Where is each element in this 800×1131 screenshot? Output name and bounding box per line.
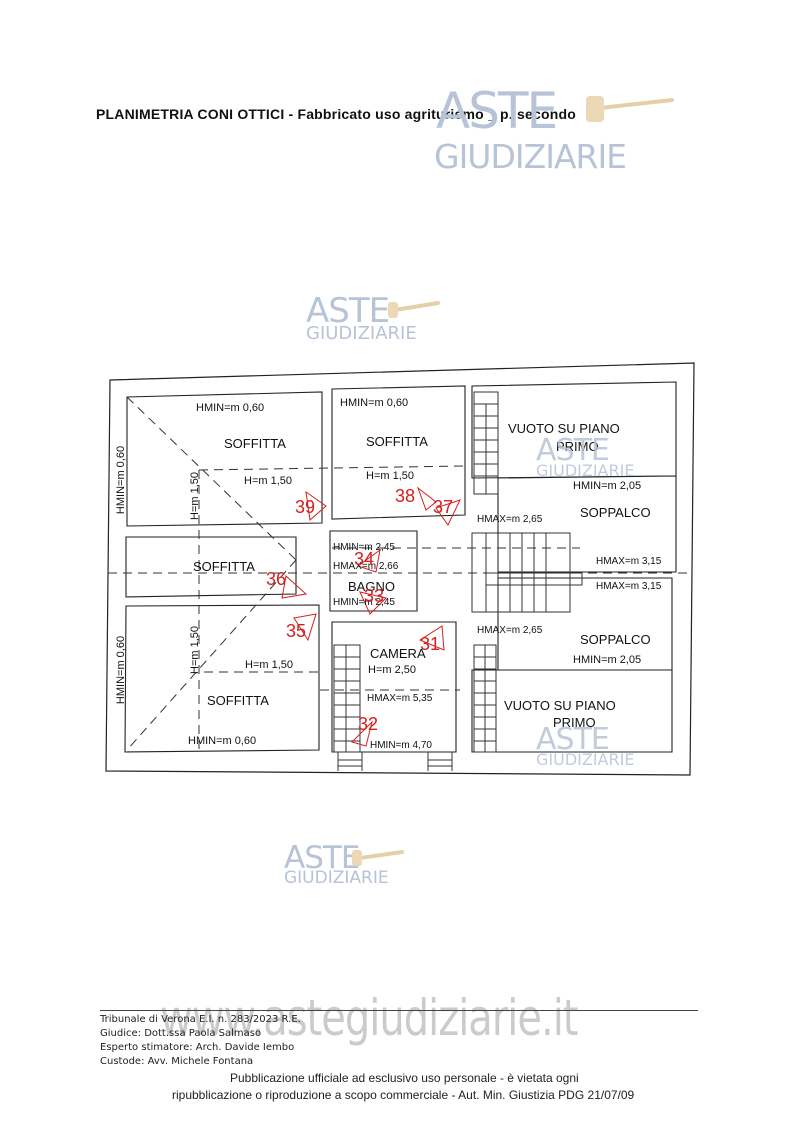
publication-notice-line2: ripubblicazione o riproduzione a scopo c… bbox=[172, 1088, 635, 1102]
dimension-label: HMAX=m 5,35 bbox=[367, 693, 433, 704]
dimension-label: H=m 1,50 bbox=[366, 470, 414, 482]
dimension-label: HMAX=m 2,65 bbox=[477, 625, 543, 636]
footer-tribunale: Tribunale di Verona E.I. n. 283/2023 R.E… bbox=[100, 1014, 301, 1025]
publication-notice-line1: Pubblicazione ufficiale ad esclusivo uso… bbox=[230, 1071, 579, 1085]
dimension-label: H=m 1,50 bbox=[244, 475, 292, 487]
dimension-label: HMIN=m 0,60 bbox=[340, 397, 409, 409]
watermark-aste: ASTE bbox=[306, 291, 390, 331]
room-label-vuoto: PRIMO bbox=[556, 439, 599, 454]
dimension-label: HMIN=m 0,60 bbox=[115, 635, 128, 705]
room-label-vuoto: PRIMO bbox=[553, 715, 596, 730]
room-label-soffitta: SOFFITTA bbox=[366, 434, 428, 449]
viewpoint-marker: 33 bbox=[364, 586, 385, 606]
dimension-label: HMAX=m 3,15 bbox=[596, 556, 662, 567]
watermark-aste: ASTE bbox=[436, 82, 558, 140]
watermark-url: www.astegiudiziarie.it bbox=[160, 990, 578, 1048]
footer-divider bbox=[100, 1010, 698, 1011]
dimension-label: HMIN=m 2,05 bbox=[573, 654, 642, 666]
dimension-label: HMIN=m 0,60 bbox=[115, 445, 128, 515]
watermark-giudiziarie: GIUDIZIARIE bbox=[536, 461, 635, 480]
watermark-aste: ASTE bbox=[284, 840, 360, 876]
watermark-aste: ASTE bbox=[536, 433, 610, 468]
dimension-label: H=m 1,50 bbox=[245, 659, 293, 671]
viewpoint-marker: 39 bbox=[295, 497, 316, 517]
footer-custode: Custode: Avv. Michele Fontana bbox=[100, 1056, 254, 1067]
room-label-bagno: BAGNO bbox=[348, 579, 395, 594]
viewpoint-marker: 34 bbox=[354, 549, 375, 569]
dimension-label: HMIN=m 2,45 bbox=[333, 542, 395, 553]
room-label-vuoto: VUOTO SU PIANO bbox=[504, 698, 616, 713]
room-label-camera: CAMERA bbox=[370, 646, 426, 661]
room-label-soffitta: SOFFITTA bbox=[207, 693, 269, 708]
room-label-soppalco: SOPPALCO bbox=[580, 632, 651, 647]
page-title: PLANIMETRIA CONI OTTICI - Fabbricato uso… bbox=[96, 106, 576, 122]
watermark-giudiziarie: GIUDIZIARIE bbox=[536, 750, 635, 769]
watermark-giudiziarie: GIUDIZIARIE bbox=[306, 323, 417, 344]
room-label-vuoto: VUOTO SU PIANO bbox=[508, 421, 620, 436]
dimension-label: H=m 1,50 bbox=[189, 472, 201, 520]
watermark-aste: ASTE bbox=[536, 722, 610, 757]
viewpoint-marker: 32 bbox=[358, 714, 379, 734]
dimension-label: HMAX=m 2,66 bbox=[333, 561, 399, 572]
dimension-label: HMAX=m 3,15 bbox=[596, 581, 662, 592]
dimension-label: HMAX=m 2,65 bbox=[477, 514, 543, 525]
footer-esperto: Esperto stimatore: Arch. Davide Iembo bbox=[100, 1042, 295, 1053]
watermark-giudiziarie: GIUDIZIARIE bbox=[284, 868, 389, 888]
dimension-label: H=m 2,50 bbox=[368, 664, 416, 676]
dimension-label: HMIN=m 4,70 bbox=[370, 740, 432, 751]
watermark-giudiziarie: GIUDIZIARIE bbox=[434, 137, 627, 176]
room-label-soppalco: SOPPALCO bbox=[580, 505, 651, 520]
room-label-soffitta: SOFFITTA bbox=[193, 559, 255, 574]
dimension-label: H=m 1,50 bbox=[189, 626, 201, 674]
viewpoint-marker: 37 bbox=[433, 497, 454, 517]
viewpoint-marker: 31 bbox=[420, 634, 441, 654]
footer-giudice: Giudice: Dott.ssa Paola Salmaso bbox=[100, 1028, 262, 1039]
dimension-label: HMIN=m 0,60 bbox=[188, 735, 257, 747]
viewpoint-marker: 38 bbox=[395, 486, 416, 506]
viewpoint-marker: 36 bbox=[266, 569, 287, 589]
dimension-label: HMIN=m 0,60 bbox=[196, 402, 265, 414]
dimension-label: HMIN=m 2,05 bbox=[573, 480, 642, 492]
dimension-label: HMIN=m 2,45 bbox=[333, 597, 395, 608]
viewpoint-marker: 35 bbox=[286, 621, 307, 641]
room-label-soffitta: SOFFITTA bbox=[224, 436, 286, 451]
